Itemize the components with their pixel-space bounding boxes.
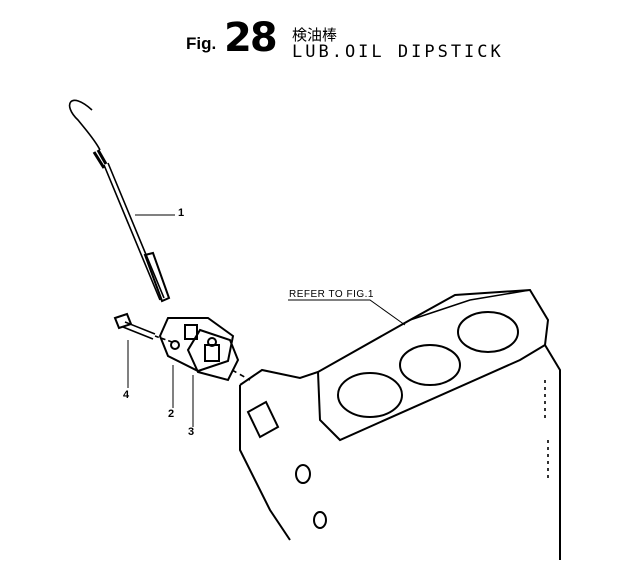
gasket bbox=[186, 328, 240, 382]
callout-3: 3 bbox=[188, 426, 195, 438]
dipstick-guide-flange bbox=[158, 317, 235, 373]
title-japanese: 検油棒 bbox=[292, 26, 338, 44]
fig-prefix: Fig. bbox=[186, 34, 217, 53]
fig-number: 28 bbox=[224, 15, 278, 61]
callout-4: 4 bbox=[123, 389, 130, 401]
bolt bbox=[113, 312, 176, 344]
leader-lines bbox=[127, 214, 406, 427]
callout-2: 2 bbox=[168, 408, 175, 420]
reference-note: REFER TO FIG.1 bbox=[289, 289, 374, 300]
callout-1: 1 bbox=[178, 207, 185, 219]
title-english: LUB.OIL DIPSTICK bbox=[292, 42, 504, 62]
engine-block bbox=[231, 288, 561, 560]
dipstick bbox=[68, 99, 171, 303]
